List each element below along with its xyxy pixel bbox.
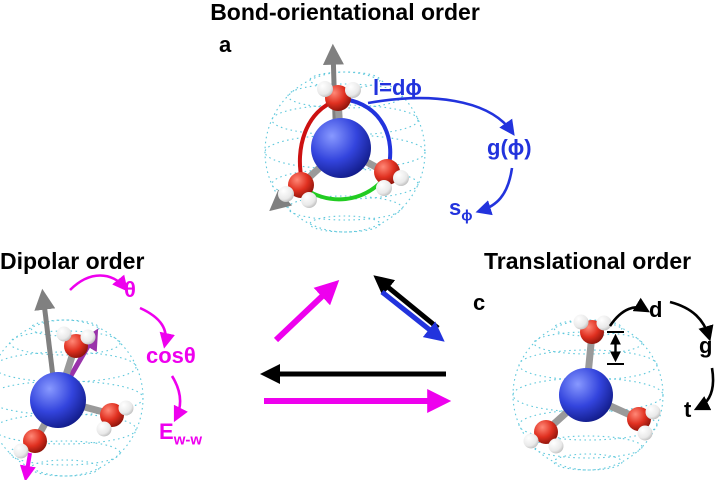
flow-arrow-mol-to-d — [608, 297, 651, 327]
hydrogen-atom — [317, 81, 333, 97]
translational-step1-label: d — [649, 297, 663, 322]
dipolar-step1-label: θ — [124, 277, 136, 302]
dipolar-molecule — [0, 288, 144, 480]
flow-arrow-d-to-g — [669, 300, 714, 342]
translational-step2-label: g — [699, 333, 713, 358]
oxygen-atom — [100, 403, 124, 427]
central-atom — [30, 372, 86, 428]
central-atom — [311, 118, 371, 178]
hydrogen-atom — [278, 186, 294, 202]
arrow-bond-to-translational — [380, 290, 445, 342]
bond-step3-base: s — [449, 195, 462, 220]
bond-step2-label: g(ϕ) — [487, 135, 532, 160]
dipolar-step3-base: E — [159, 419, 174, 444]
hydrogen-atom — [548, 438, 564, 454]
flow-arrow-g-to-s — [475, 167, 514, 216]
panel-label-a: a — [219, 32, 232, 57]
hydrogen-atom — [573, 314, 589, 330]
hydrogen-atom — [637, 425, 653, 441]
bond-order-title: Bond-orientational order — [210, 0, 480, 25]
translational-order-title: Translational order — [484, 248, 692, 274]
bond-orientational-molecule — [264, 43, 426, 233]
hydrogen-atom — [118, 400, 134, 416]
hydrogen-atom — [13, 443, 29, 459]
oxygen-atom — [534, 420, 558, 444]
translational-step3-label: t — [684, 397, 692, 422]
hydrogen-atom — [345, 82, 361, 98]
hydrogen-atom — [56, 326, 72, 342]
central-atom — [559, 368, 613, 422]
bond-step1-label: l=dϕ — [373, 75, 422, 100]
hydrogen-atom — [96, 421, 112, 437]
bond-step3-label: sϕ — [449, 196, 473, 224]
dotted-sphere — [0, 319, 144, 477]
dipole-arrow-down — [19, 452, 36, 480]
bond-arc-green — [303, 177, 386, 202]
flow-arrow-cos-to-e — [170, 375, 188, 423]
oxygen-atom — [23, 429, 47, 453]
oxygen-atom — [627, 407, 651, 431]
hydrogen-atom — [645, 404, 661, 420]
flow-arrow-g-to-t — [693, 367, 715, 411]
translational-molecule — [512, 314, 664, 471]
hydrogen-atom — [376, 180, 392, 196]
oxygen-atom — [288, 172, 314, 198]
arrow-dipolar-to-bond — [273, 280, 340, 343]
dipolar-step3-label: Ew-w — [159, 420, 202, 448]
bond-step3-sub: ϕ — [461, 207, 473, 225]
dipolar-order-title: Dipolar order — [0, 248, 145, 274]
panel-label-c: c — [473, 290, 486, 315]
hydrogen-atom — [301, 192, 317, 208]
flow-arrow-axis-to-theta — [69, 274, 128, 292]
flow-arrow-theta-to-cos — [139, 306, 175, 349]
arrow-translational-to-bond — [373, 275, 440, 330]
dipolar-step2-label: cosθ — [146, 343, 196, 368]
hydrogen-atom — [80, 329, 96, 345]
hydrogen-atom — [393, 170, 409, 186]
dipolar-step3-sub: w-w — [173, 431, 203, 449]
hydrogen-atom — [523, 433, 539, 449]
hydrogen-atom — [596, 315, 612, 331]
flow-arrow-l-to-g — [367, 96, 515, 136]
